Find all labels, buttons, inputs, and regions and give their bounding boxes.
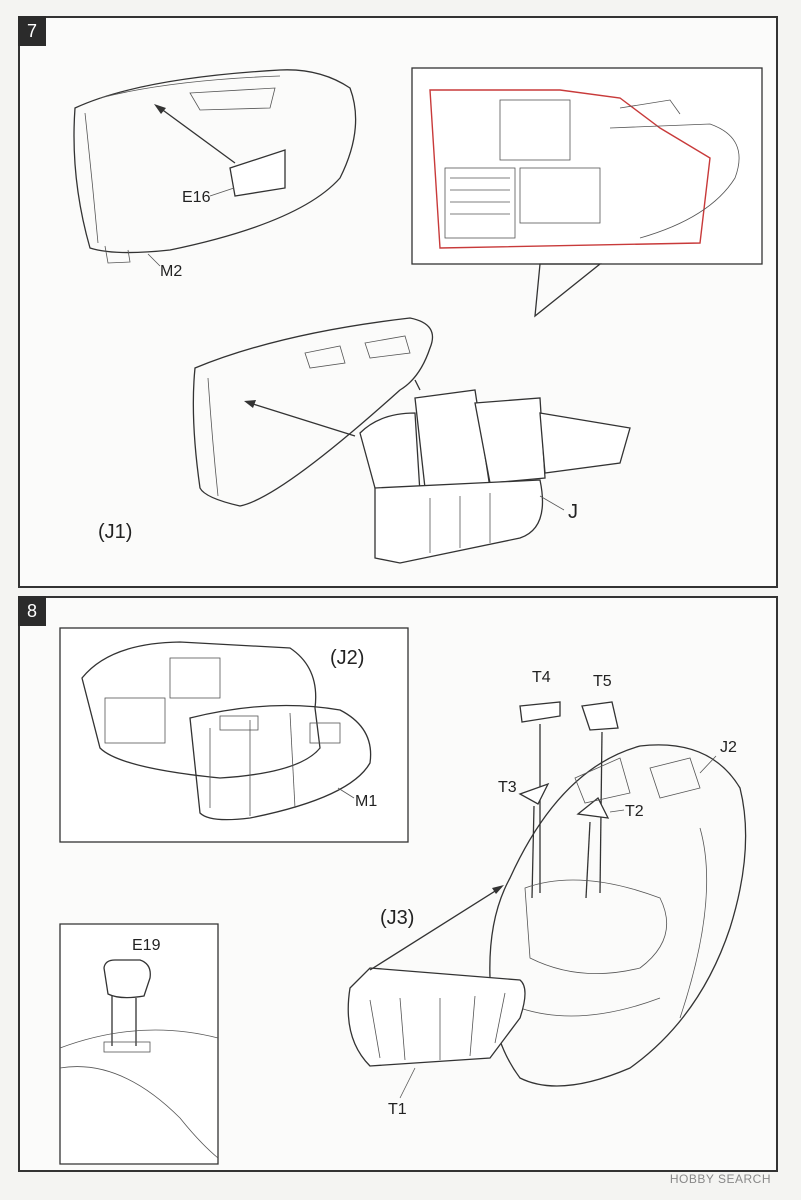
label-j1: (J1) [98, 521, 132, 543]
label-e19: E19 [132, 937, 161, 954]
label-t5: T5 [593, 673, 612, 690]
part-t3 [518, 782, 550, 899]
label-m2: M2 [160, 263, 182, 280]
part-j-cockpit [359, 389, 631, 564]
label-j3: (J3) [380, 907, 414, 929]
label-t3: T3 [498, 779, 517, 796]
label-t2: T2 [625, 803, 644, 820]
step-8-drawing: (J2) M1 T4 T5 T3 T2 [59, 627, 747, 1165]
label-t1: T1 [388, 1101, 407, 1118]
watermark-hobby-search: HOBBY SEARCH [669, 1172, 771, 1186]
label-j2-inset: (J2) [330, 647, 364, 669]
label-e16: E16 [182, 189, 211, 206]
step-7-panel: 7 E16 M2 [18, 16, 778, 588]
step-7-drawing: E16 M2 [73, 67, 763, 564]
step-number-8: 8 [18, 596, 46, 626]
part-t4 [519, 701, 561, 893]
label-j2: J2 [720, 739, 737, 756]
lower-hull-shell [192, 317, 434, 507]
label-m1: M1 [355, 793, 377, 810]
j2-inset-box [59, 627, 409, 843]
step-number-7: 7 [18, 16, 46, 46]
reference-inset-box [411, 67, 763, 318]
part-e16 [154, 104, 286, 197]
m2-hull-shell [73, 69, 357, 264]
e19-inset-box [59, 923, 219, 1165]
step-8-panel: 8 (J2) M1 T4 T5 [18, 596, 778, 1172]
part-t1-windscreen [347, 885, 526, 1067]
part-t2 [576, 796, 610, 899]
label-t4: T4 [532, 669, 551, 686]
label-j: J [568, 501, 578, 523]
